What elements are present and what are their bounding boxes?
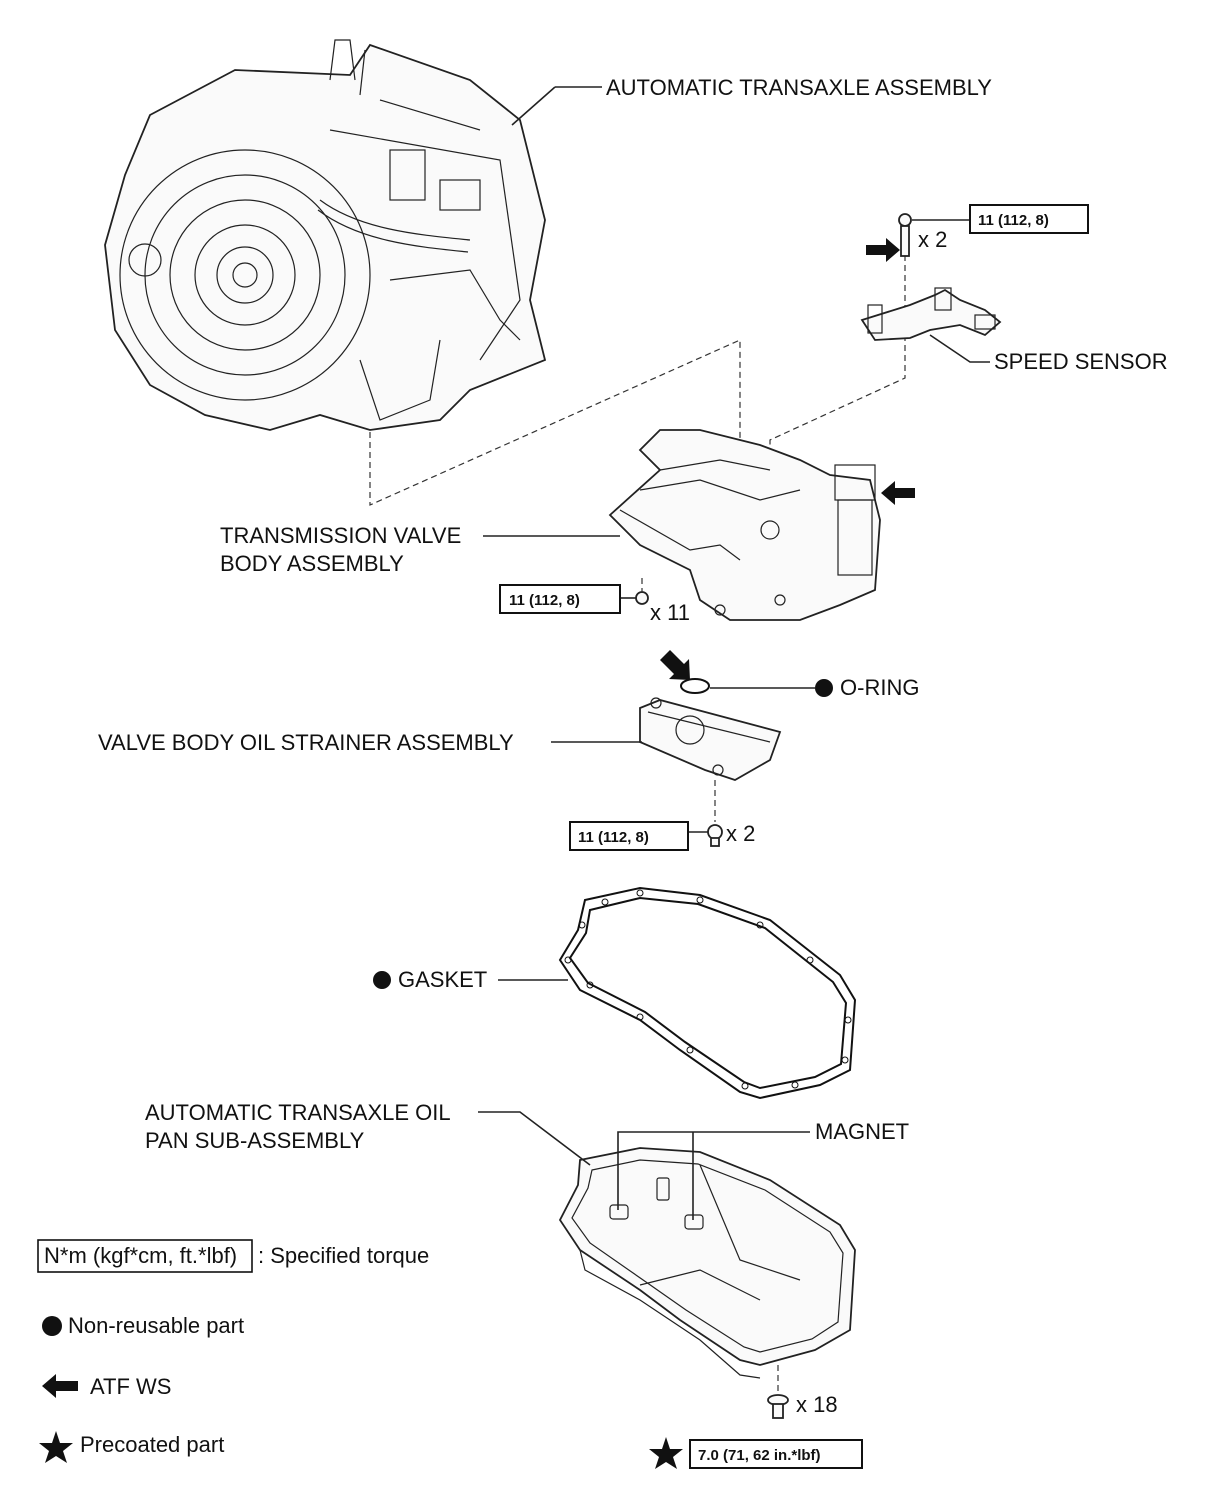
speed-sensor-drawing: [860, 287, 1002, 341]
legend-torque-units: N*m (kgf*cm, ft.*lbf): [44, 1243, 237, 1268]
speed-sensor-torque-box: [969, 204, 1089, 234]
valve-body-atf-arrow-icon: [881, 481, 915, 505]
oil-pan-bolt-qty: x 18: [796, 1392, 838, 1417]
alignment-line-sensor-valve: [769, 235, 906, 480]
gasket-non-reusable-icon: [373, 971, 391, 989]
gasket-drawing: [558, 886, 857, 1100]
valve-body-label-1: TRANSMISSION VALVE: [220, 523, 461, 548]
oil-pan-torque-box: [689, 1439, 863, 1469]
speed-sensor-torque: 11 (112, 8): [978, 212, 1049, 229]
oil-pan-drawing: [558, 1147, 856, 1379]
oil-pan-precoated-star-icon: [649, 1437, 683, 1469]
o-ring-drawing: [680, 678, 710, 694]
legend: N*m (kgf*cm, ft.*lbf) : Specified torque…: [37, 1239, 429, 1463]
speed-sensor-bolt: [898, 213, 912, 257]
legend-precoated: Precoated part: [80, 1432, 224, 1457]
valve-body-drawing: [608, 429, 881, 621]
legend-non-reusable: Non-reusable part: [68, 1313, 244, 1338]
atf-arrow-icon: [866, 238, 900, 262]
transaxle-assembly-drawing: [104, 39, 547, 431]
valve-body-label-2: BODY ASSEMBLY: [220, 551, 404, 576]
strainer-bolt: [707, 824, 723, 847]
speed-sensor-leader: [929, 334, 990, 363]
strainer-torque: 11 (112, 8): [578, 829, 649, 846]
legend-atf: ATF WS: [90, 1374, 171, 1399]
valve-body-bolt-qty: x 11: [650, 600, 690, 625]
strainer-torque-box: [569, 821, 689, 851]
oil-pan-bolt: [767, 1394, 789, 1419]
strainer-label: VALVE BODY OIL STRAINER ASSEMBLY: [98, 730, 514, 755]
oil-pan-label-1: AUTOMATIC TRANSAXLE OIL: [145, 1100, 451, 1125]
speed-sensor-bolt-qty: x 2: [918, 227, 947, 252]
star-icon: [39, 1431, 73, 1463]
oil-pan-torque: 7.0 (71, 62 in.*lbf): [698, 1447, 821, 1464]
o-ring-label: O-RING: [840, 675, 919, 700]
legend-torque-box: [37, 1239, 253, 1273]
legend-torque-text: : Specified torque: [258, 1243, 429, 1268]
magnet-leader-1: [617, 1131, 810, 1210]
o-ring-non-reusable-icon: [815, 679, 833, 697]
alignment-line-transaxle-valve: [369, 339, 741, 506]
valve-body-torque-box: [499, 584, 621, 614]
speed-sensor-label: SPEED SENSOR: [994, 349, 1168, 374]
transaxle-leader: [511, 86, 556, 126]
arrow-left-icon: [42, 1374, 78, 1398]
valve-body-torque: 11 (112, 8): [509, 592, 580, 609]
transaxle-label: AUTOMATIC TRANSAXLE ASSEMBLY: [606, 75, 992, 100]
magnet-label: MAGNET: [815, 1119, 909, 1144]
gasket-label: GASKET: [398, 967, 487, 992]
o-ring-atf-arrow-icon: [660, 650, 690, 680]
filled-circle-icon: [42, 1316, 62, 1336]
oil-pan-leader: [478, 1111, 591, 1166]
strainer-bolt-qty: x 2: [726, 821, 755, 846]
valve-body-bolt: [635, 591, 649, 605]
oil-pan-label-2: PAN SUB-ASSEMBLY: [145, 1128, 365, 1153]
strainer-drawing: [639, 697, 782, 781]
